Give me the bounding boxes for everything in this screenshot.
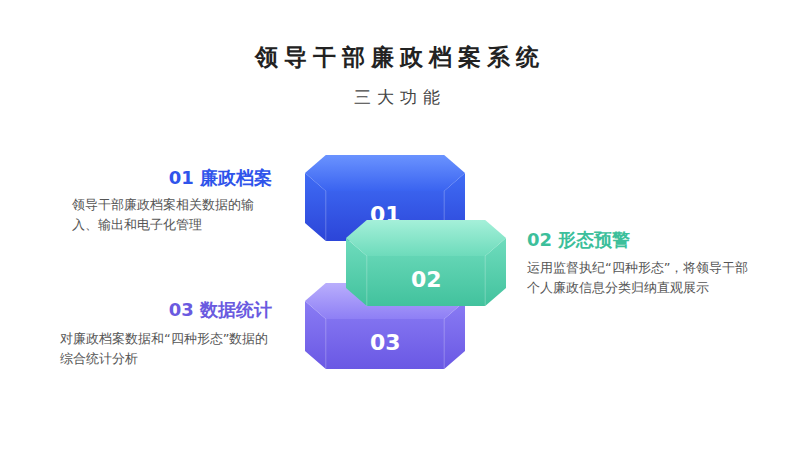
feature-heading: 02 形态预警 <box>527 228 630 252</box>
feature-heading: 03 数据统计 <box>169 298 272 322</box>
step-number: 02 <box>411 267 442 292</box>
feature-description: 对廉政档案数据和“四种形态”数据的综合统计分析 <box>60 329 276 369</box>
feature-description: 领导干部廉政档案相关数据的输入、输出和电子化管理 <box>72 195 276 235</box>
subtitle: 三大功能 <box>0 86 800 109</box>
feature-heading: 01 廉政档案 <box>169 166 272 190</box>
feature-description: 运用监督执纪“四种形态”，将领导干部个人廉政信息分类归纳直观展示 <box>527 258 755 298</box>
title: 领导干部廉政档案系统 <box>0 42 800 73</box>
step-number: 03 <box>370 330 401 355</box>
hex-prism: 02 <box>346 220 506 306</box>
prism-shape <box>346 220 506 306</box>
